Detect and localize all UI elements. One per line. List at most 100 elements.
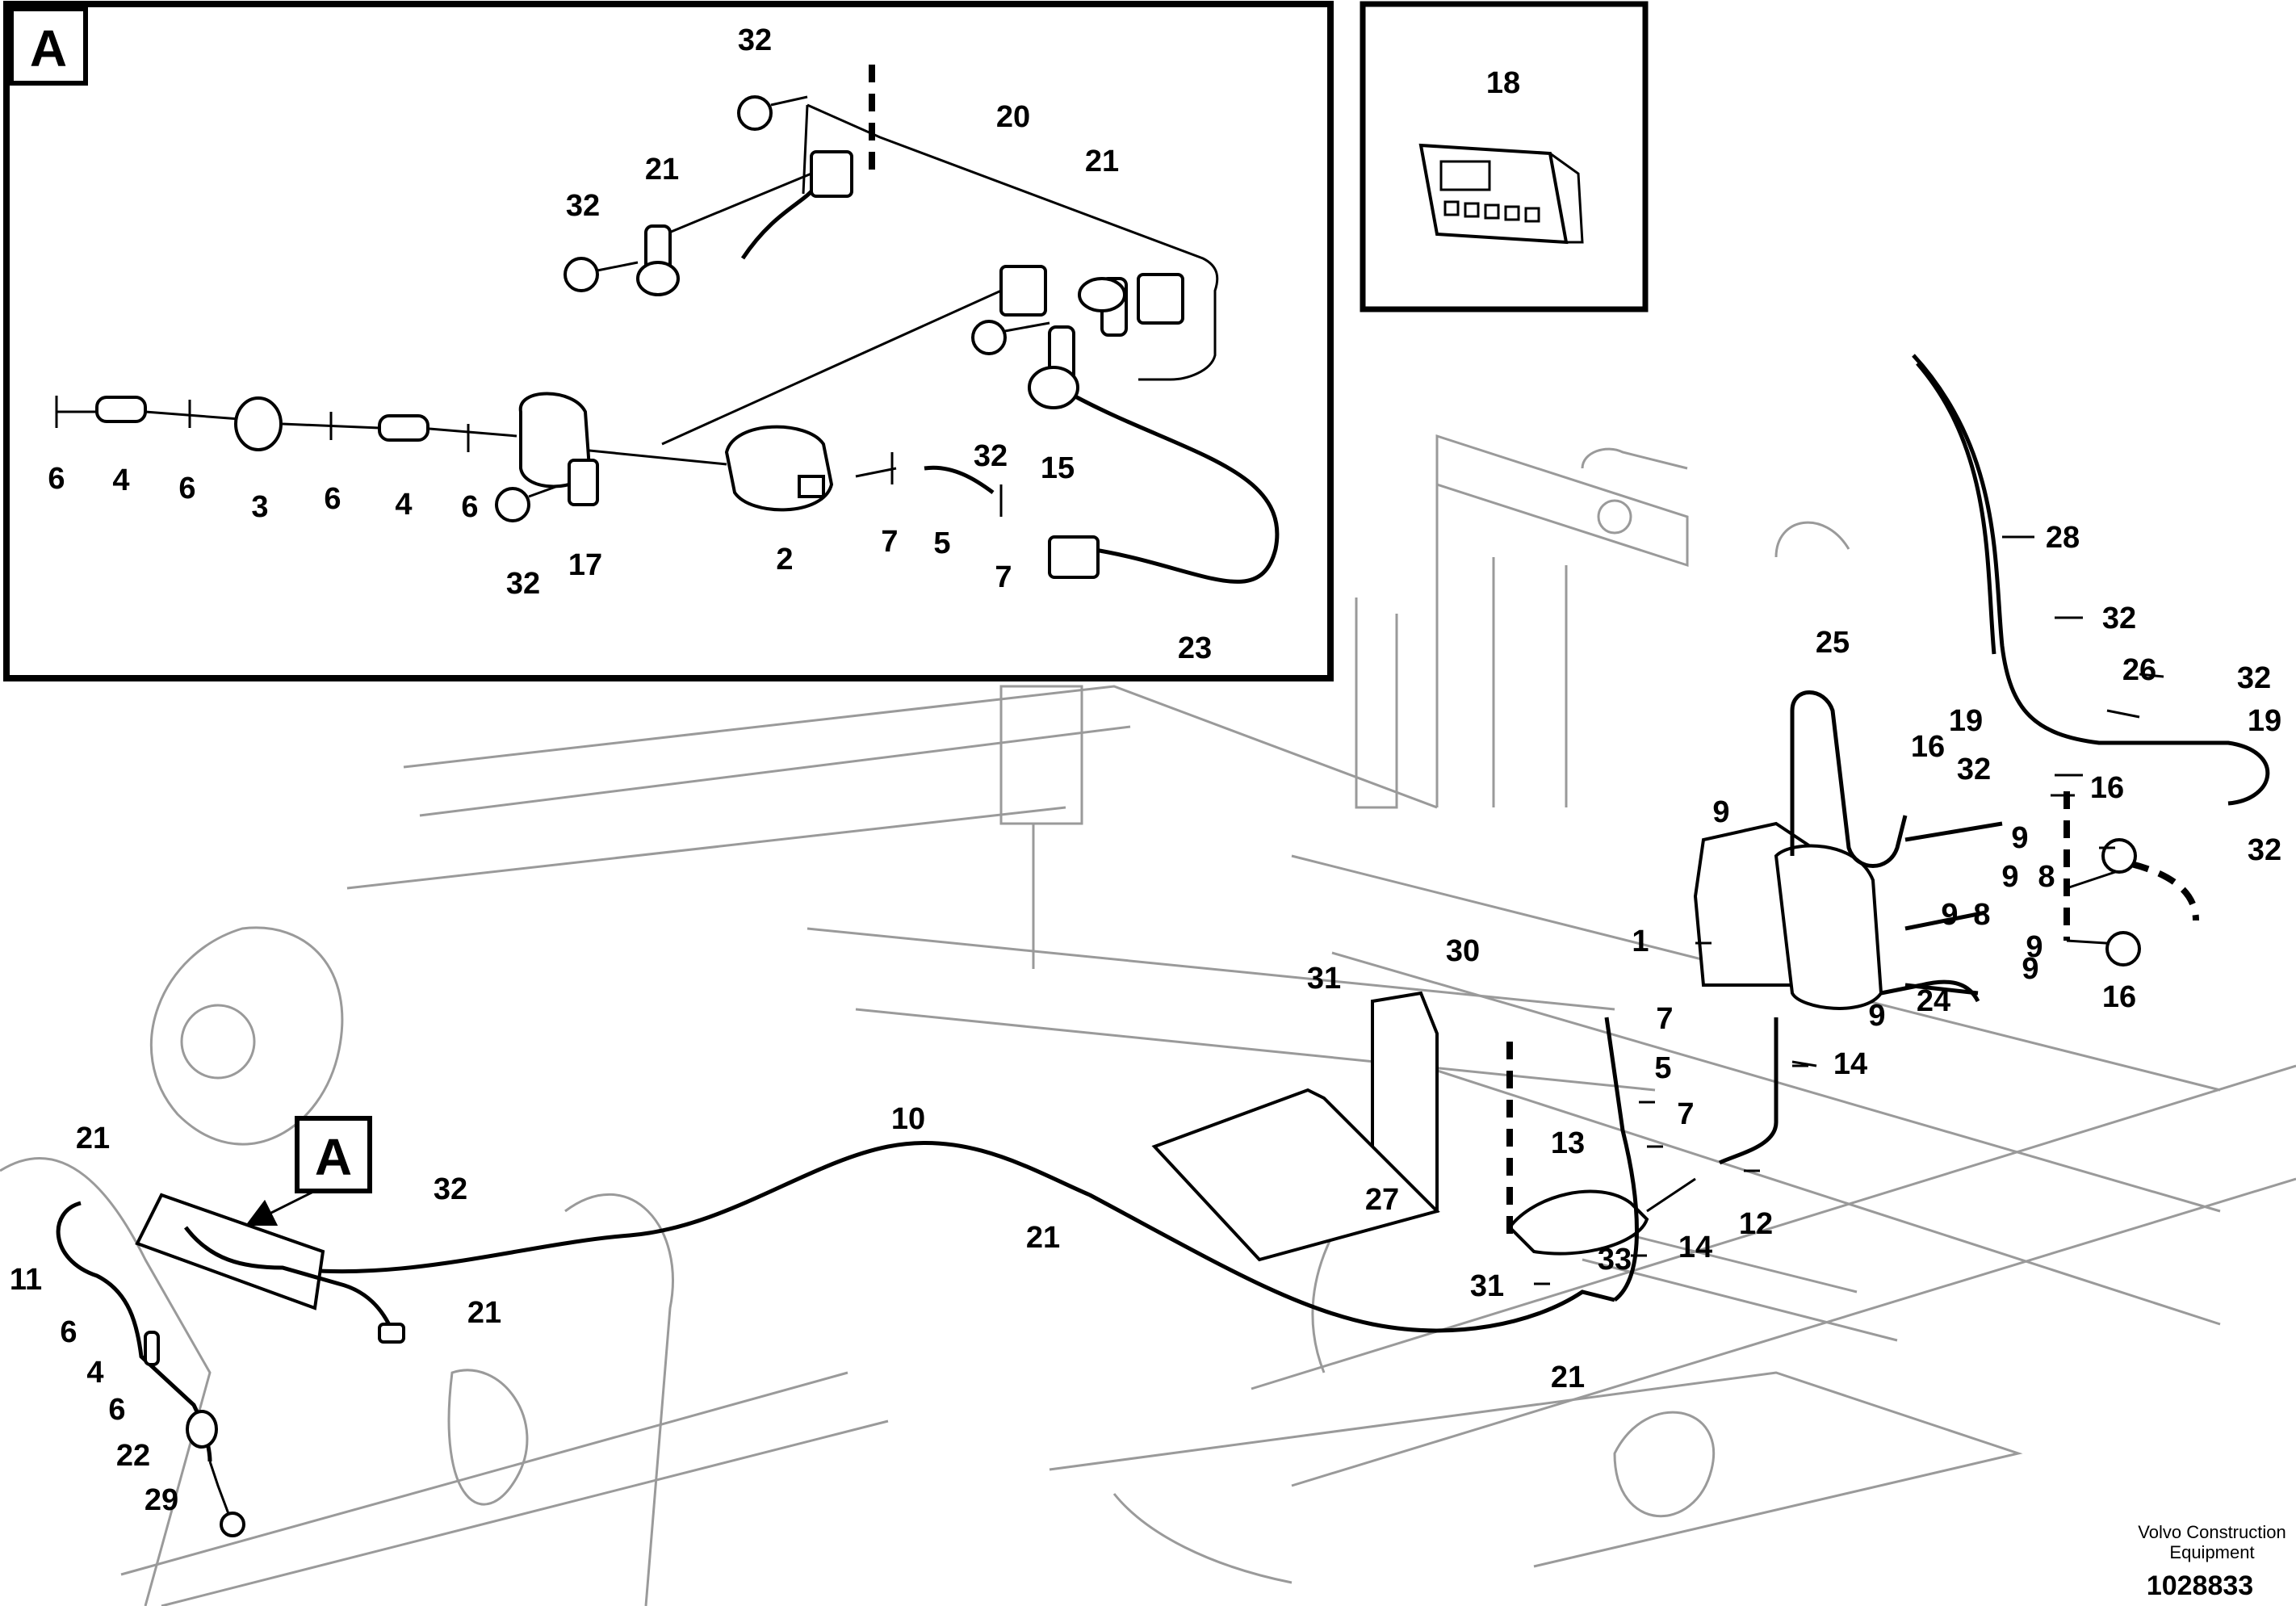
bracket-17 xyxy=(568,459,599,506)
callout: 14 xyxy=(1678,1231,1712,1264)
callout: 1 xyxy=(1632,925,1649,958)
heater-1-burner xyxy=(1774,844,1883,1010)
callout: 32 xyxy=(434,1172,467,1206)
callout: 16 xyxy=(1911,730,1945,764)
callout: 32 xyxy=(974,439,1008,473)
callout: 6 xyxy=(48,462,65,496)
callout: 6 xyxy=(60,1315,77,1349)
callout: 2 xyxy=(776,543,793,577)
detail-a-box: A xyxy=(3,1,1334,681)
terminal-29 xyxy=(220,1512,245,1537)
main-callouts: 28 32 25 26 32 16 32 19 19 9 9 8 9 16 32… xyxy=(10,521,2281,1517)
callout: 9 xyxy=(1941,898,1958,932)
callout: 10 xyxy=(891,1102,925,1136)
control-panel-a xyxy=(135,1193,325,1310)
callout: 26 xyxy=(2122,653,2156,687)
clip-block-left xyxy=(810,150,853,198)
company-line-1: Volvo Construction xyxy=(2138,1522,2286,1542)
callout: 9 xyxy=(2022,952,2038,986)
callout: 7 xyxy=(881,525,898,559)
callout: 5 xyxy=(1654,1051,1671,1085)
callout: 6 xyxy=(324,482,341,516)
callout: 21 xyxy=(76,1122,110,1155)
sensor-22 xyxy=(186,1410,218,1449)
callout: 6 xyxy=(108,1393,125,1427)
callout: 4 xyxy=(395,488,412,522)
callout: 8 xyxy=(2038,860,2055,894)
hose-4-harness xyxy=(144,1331,160,1366)
callout: 7 xyxy=(1677,1097,1694,1131)
hose-4-right xyxy=(378,414,429,442)
callout: 4 xyxy=(86,1356,103,1390)
callout: 21 xyxy=(1026,1221,1060,1255)
callout: 12 xyxy=(1739,1207,1773,1241)
callout: 15 xyxy=(1041,451,1075,485)
callout: 21 xyxy=(1551,1361,1585,1394)
callout: 24 xyxy=(1917,984,1950,1018)
pump-2-plug xyxy=(798,475,825,498)
display-18 xyxy=(1418,143,1569,245)
callout: 29 xyxy=(145,1483,178,1517)
callout: 28 xyxy=(2046,521,2080,555)
callout: 31 xyxy=(1307,962,1341,996)
callout: 23 xyxy=(1178,631,1212,665)
callout: 17 xyxy=(568,548,602,582)
callout: 7 xyxy=(1656,1002,1673,1036)
callout: 32 xyxy=(566,189,600,223)
callout: 27 xyxy=(1365,1183,1399,1217)
filter-3 xyxy=(234,396,283,451)
hose-4-left xyxy=(95,396,147,423)
bolt-32-right xyxy=(971,320,1007,355)
callout: 5 xyxy=(933,526,950,560)
callout: 32 xyxy=(1957,753,1991,786)
callout: 20 xyxy=(996,100,1030,134)
callout: 32 xyxy=(738,23,772,57)
detail-a-callouts: 32 20 21 32 21 6 4 6 3 6 4 6 32 17 2 7 5… xyxy=(48,23,1212,665)
callout: 6 xyxy=(461,490,478,524)
leader-lines xyxy=(1534,535,2164,1285)
callout: 21 xyxy=(645,153,679,187)
callout: 18 xyxy=(1486,66,1520,100)
connector-23 xyxy=(1048,535,1100,579)
callout: 6 xyxy=(178,472,195,505)
callout: 32 xyxy=(2237,661,2271,695)
callout: 16 xyxy=(2090,771,2124,805)
muffler-13 xyxy=(1507,1189,1649,1256)
main-assembly: A xyxy=(56,354,2270,1537)
clamp-16-bottom xyxy=(2105,931,2141,967)
clamp-15 xyxy=(1028,366,1079,409)
callout: 9 xyxy=(1868,999,1885,1033)
clamp-21-right-sleeve xyxy=(1078,277,1126,312)
callout: 21 xyxy=(467,1296,501,1330)
callout: 31 xyxy=(1470,1269,1504,1303)
footer: Volvo Construction Equipment 1028833 xyxy=(2138,1522,2286,1601)
clamp-16-top xyxy=(2101,838,2137,874)
bracket-27-plate xyxy=(1151,1088,1440,1262)
callout: 30 xyxy=(1446,934,1480,968)
callout: 4 xyxy=(112,463,129,497)
clamp-21-left-sleeve xyxy=(636,261,680,296)
callout: 25 xyxy=(1816,626,1850,660)
callout: 22 xyxy=(116,1439,150,1473)
detail-18-callouts: 18 xyxy=(1486,66,1520,100)
callout: 32 xyxy=(2102,602,2136,635)
company-line-2: Equipment xyxy=(2169,1542,2254,1562)
connector-harness-end xyxy=(378,1323,405,1344)
callout: 9 xyxy=(1712,795,1729,829)
callout: 19 xyxy=(2248,704,2281,738)
bolt-32-mid xyxy=(564,257,599,292)
callout: 14 xyxy=(1833,1047,1867,1081)
callout: 3 xyxy=(251,490,268,524)
clip-block-mid xyxy=(999,265,1047,317)
callout: 16 xyxy=(2102,980,2136,1014)
callout: 8 xyxy=(1973,898,1990,932)
drawing-number: 1028833 xyxy=(2147,1570,2253,1601)
callout: 7 xyxy=(995,560,1012,594)
bolt-32-top xyxy=(737,95,773,131)
bolt-32-low xyxy=(495,487,530,522)
machine-frame xyxy=(0,434,2296,1606)
callout: 32 xyxy=(506,567,540,601)
detail-a-badge: A xyxy=(30,19,67,78)
detail-18-box xyxy=(1360,1,1649,312)
callout: 33 xyxy=(1598,1243,1632,1277)
